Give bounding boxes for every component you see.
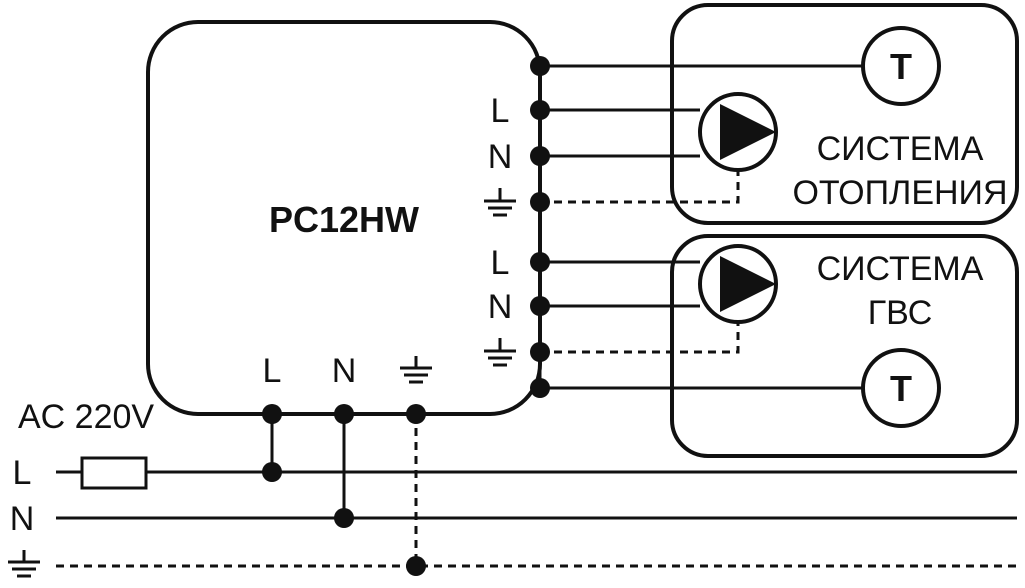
- terminal-heating-sensor: [530, 56, 550, 76]
- heating-sensor-label: T: [890, 46, 912, 87]
- heating-pump-ground-wire: [540, 168, 740, 204]
- junction-line: [262, 462, 282, 482]
- controller-neutral-label: N: [332, 352, 357, 390]
- heating-temperature-sensor-icon: [861, 26, 941, 106]
- junction-neutral: [334, 508, 354, 528]
- terminal-heating-pump-line: [530, 100, 550, 120]
- terminal-heating-pump-ground: [530, 192, 550, 212]
- junction-ground: [406, 556, 426, 576]
- controller-title: PC12HW: [269, 199, 419, 240]
- heating-system-label-line1: СИСТЕМА: [817, 130, 984, 168]
- terminal-controller-neutral: [334, 404, 354, 424]
- supply-line-label: L: [13, 454, 32, 492]
- supply-voltage-label: AC 220V: [18, 398, 154, 436]
- heating-pump-neutral-label: N: [488, 138, 513, 176]
- dhw-sensor-label: T: [890, 368, 912, 409]
- terminal-controller-line: [262, 404, 282, 424]
- supply-ground-icon: [8, 550, 40, 578]
- fuse-icon: [80, 456, 148, 490]
- heating-system-box: [670, 3, 1019, 225]
- terminal-heating-pump-neutral: [530, 146, 550, 166]
- dhw-pump-ground-wire: [540, 320, 740, 354]
- dhw-system-label-line1: СИСТЕМА: [817, 250, 984, 288]
- terminal-controller-ground: [406, 404, 426, 424]
- terminal-dhw-pump-line: [530, 252, 550, 272]
- terminal-dhw-sensor: [530, 378, 550, 398]
- heating-pump-line-label: L: [491, 92, 510, 130]
- dhw-system-label-line2: ГВС: [868, 294, 933, 332]
- heating-pump-ground-icon: [484, 188, 516, 217]
- heating-system-label-line2: ОТОПЛЕНИЯ: [792, 174, 1007, 212]
- controller-line-label: L: [263, 352, 282, 390]
- dhw-pump-ground-icon: [484, 338, 516, 367]
- dhw-system-box: [670, 234, 1019, 458]
- dhw-pump-icon: [698, 244, 778, 324]
- controller-ground-icon: [400, 356, 432, 384]
- terminal-dhw-pump-neutral: [530, 296, 550, 316]
- heating-pump-icon: [698, 92, 778, 172]
- dhw-pump-neutral-label: N: [488, 288, 513, 326]
- dhw-temperature-sensor-icon: [861, 348, 941, 428]
- terminal-dhw-pump-ground: [530, 342, 550, 362]
- dhw-pump-line-label: L: [491, 244, 510, 282]
- supply-neutral-label: N: [10, 500, 35, 538]
